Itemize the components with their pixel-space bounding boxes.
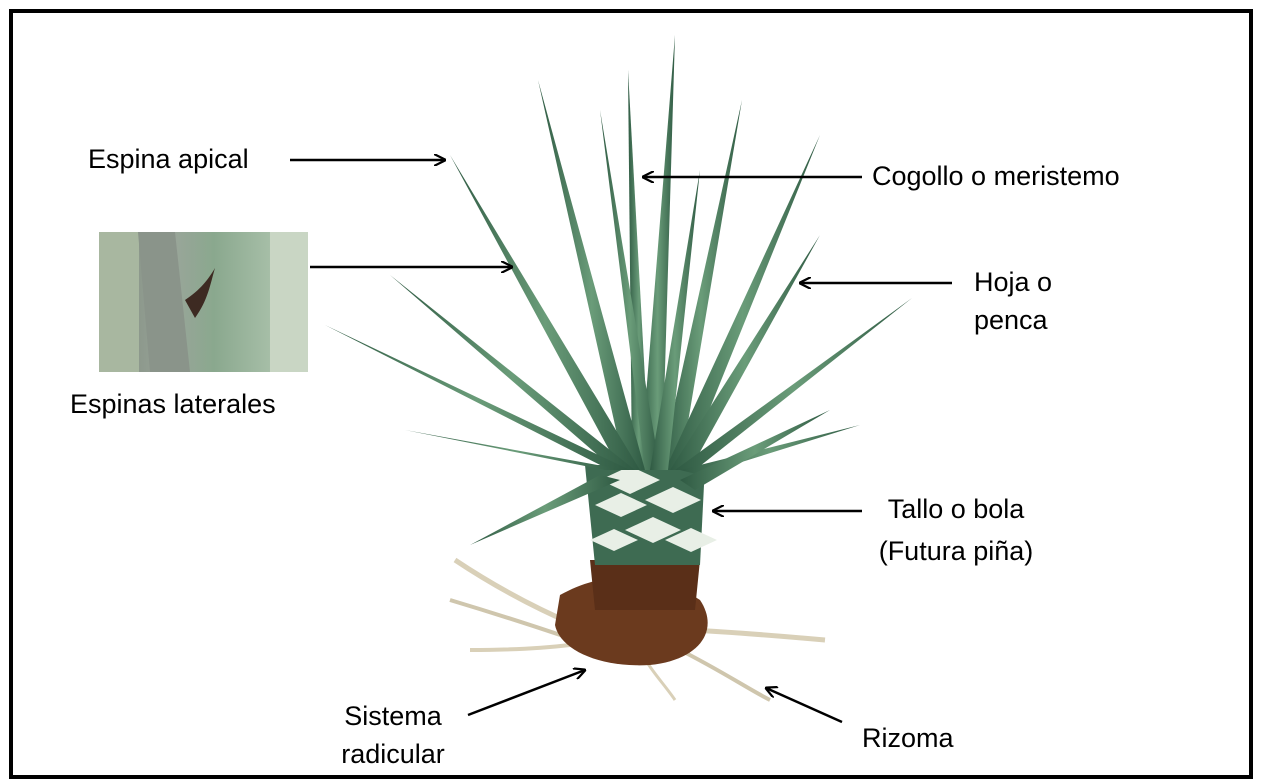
root-system <box>450 560 825 700</box>
label-hoja-line1: Hoja o <box>974 266 1052 298</box>
label-rizoma: Rizoma <box>862 722 954 754</box>
lateral-spine-inset-photo <box>99 232 308 372</box>
label-espina-apical: Espina apical <box>88 143 249 175</box>
label-sistema-line2: radicular <box>318 738 468 770</box>
label-hoja-line2: penca <box>974 304 1048 336</box>
agave-leaves <box>325 35 912 545</box>
label-sistema-line1: Sistema <box>318 700 468 732</box>
label-espinas-laterales: Espinas laterales <box>70 388 276 420</box>
label-tallo-line1: Tallo o bola <box>866 493 1046 525</box>
arrow-rizoma <box>766 688 842 722</box>
label-tallo-line2: (Futura piña) <box>866 535 1046 567</box>
label-cogollo-meristemo: Cogollo o meristemo <box>872 160 1120 192</box>
arrow-sistema-radicular <box>468 670 585 715</box>
